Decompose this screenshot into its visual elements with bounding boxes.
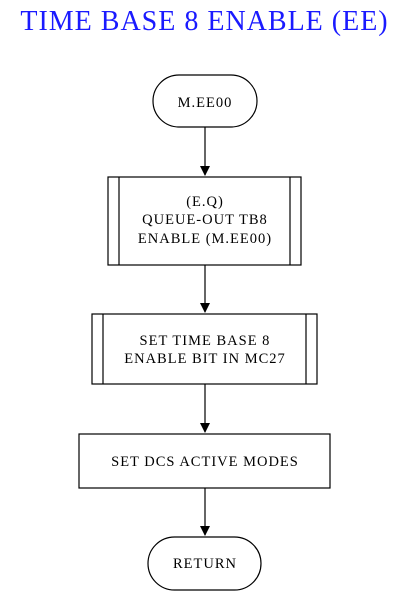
set-dcs-modes-process: SET DCS ACTIVE MODES bbox=[78, 433, 331, 489]
modes-label: SET DCS ACTIVE MODES bbox=[111, 454, 299, 470]
queue-out-process: (E.Q) QUEUE-OUT TB8 ENABLE (M.EE00) bbox=[107, 176, 302, 266]
return-terminator: RETURN bbox=[147, 536, 262, 591]
return-label: RETURN bbox=[173, 556, 237, 572]
start-label: M.EE00 bbox=[178, 95, 233, 111]
queue-line-3: ENABLE (M.EE00) bbox=[138, 231, 272, 247]
diagram-title: TIME BASE 8 ENABLE (EE) bbox=[20, 6, 389, 37]
setbit-line-1: SET TIME BASE 8 bbox=[140, 333, 271, 349]
queue-line-1: (E.Q) bbox=[186, 194, 224, 210]
setbit-line-2: ENABLE BIT IN MC27 bbox=[124, 351, 286, 367]
set-time-base-process: SET TIME BASE 8 ENABLE BIT IN MC27 bbox=[91, 313, 318, 385]
queue-line-2: QUEUE-OUT TB8 bbox=[142, 212, 268, 228]
start-terminator: M.EE00 bbox=[152, 74, 258, 128]
